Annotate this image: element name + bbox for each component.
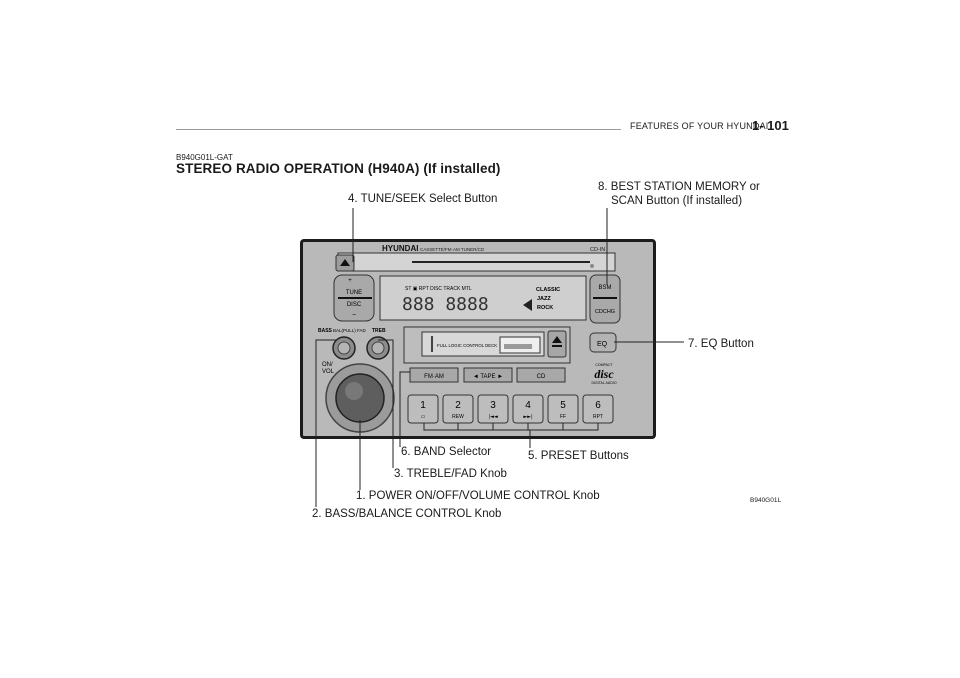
display-window: [379, 275, 587, 321]
leader-treble: [378, 339, 394, 468]
callout-eq: 7. EQ Button: [688, 338, 754, 350]
bal-label: BAL(PULL): [333, 328, 356, 333]
leader-presets: [423, 423, 599, 448]
preset-2-sub: REW: [452, 414, 464, 420]
preset-4-number: 4: [525, 400, 531, 411]
knob-highlight: [345, 382, 363, 400]
eject-button-tape[interactable]: [547, 330, 567, 358]
display-digits: 888 8888: [402, 294, 489, 315]
preset-1-sub: ▭: [421, 414, 426, 420]
cd-label: CD: [537, 374, 546, 380]
disc-logo: disc: [594, 367, 614, 381]
onvol-label-line2: VOL: [322, 369, 335, 375]
header-rule: [176, 129, 621, 130]
eject-icon: [340, 259, 350, 266]
tune-plus: +: [348, 278, 352, 284]
tape-eject-icon: [552, 336, 562, 343]
deck-text: FULL LOGIC CONTROL DECK: [437, 343, 497, 348]
callout-preset: 5. PRESET Buttons: [528, 450, 629, 462]
cd-in-label: CD-IN: [590, 247, 605, 253]
fm-am-label: FM·AM: [424, 374, 444, 380]
callout-treble: 3. TREBLE/FAD Knob: [394, 468, 507, 480]
brand-text: HYUNDAI: [382, 244, 418, 253]
section-code: B940G01L-GAT: [176, 153, 233, 162]
preset-2-number: 2: [455, 400, 461, 411]
preset-6-sub: RPT: [593, 414, 603, 420]
disc-label: DISC: [347, 302, 362, 308]
eq-mode-classic: CLASSIC: [536, 287, 560, 293]
onvol-label-line1: ON/: [322, 362, 333, 368]
bass-label: BASS: [318, 328, 333, 334]
eq-label: EQ: [597, 341, 608, 348]
fad-label: FAD: [357, 328, 367, 333]
tape-button[interactable]: [463, 367, 513, 383]
preset-1-number: 1: [420, 400, 426, 411]
model-text: CASSETTE/FM·AM TUNER/CD: [420, 247, 485, 252]
callout-power: 1. POWER ON/OFF/VOLUME CONTROL Knob: [356, 490, 600, 502]
treble-label: TREB: [372, 328, 386, 334]
figure-code: B940G01L: [750, 497, 782, 504]
leader-bass: [315, 339, 336, 507]
page-number: 1- 101: [752, 118, 789, 133]
display-arrow-icon: [523, 299, 532, 311]
callout-tune-seek: 4. TUNE/SEEK Select Button: [348, 193, 498, 205]
cd-button[interactable]: [516, 367, 566, 383]
callout-bass: 2. BASS/BALANCE CONTROL Knob: [312, 508, 502, 520]
preset-5-number: 5: [560, 400, 566, 411]
cd-in-led: [590, 264, 594, 268]
tune-minus: −: [352, 312, 356, 319]
section-title: STEREO RADIO OPERATION (H940A) (If insta…: [176, 161, 501, 176]
tape-eject-bar-icon: [552, 345, 562, 347]
callout-band: 6. BAND Selector: [401, 446, 492, 458]
callout-bsm-line1: 8. BEST STATION MEMORY or: [598, 181, 760, 193]
power-volume-knob[interactable]: [335, 373, 385, 423]
eq-mode-jazz: JAZZ: [537, 296, 551, 302]
leader-band: [399, 371, 410, 447]
running-header: FEATURES OF YOUR HYUNDAI: [630, 121, 769, 131]
preset-3-number: 3: [490, 400, 496, 411]
leader-lines: [315, 208, 684, 507]
tape-label: ◄ TAPE ►: [473, 374, 503, 380]
disc-logo-compact: COMPACT: [595, 363, 613, 367]
preset-buttons: 1 ▭ 2 REW 3 |◄◄ 4 ►►| 5 FF 6 RPT: [407, 394, 614, 424]
fm-am-button[interactable]: [409, 367, 459, 383]
preset-4-sub: ►►|: [523, 414, 533, 420]
tune-label: TUNE: [346, 290, 362, 296]
treble-knob-cap: [371, 341, 385, 355]
disc-logo-digital: DIGITAL AUDIO: [591, 381, 616, 385]
cdchg-label: CDCHG: [595, 309, 615, 315]
callout-bsm-line2: SCAN Button (If installed): [611, 195, 743, 207]
preset-3-sub: |◄◄: [488, 414, 498, 420]
bass-knob-cap: [337, 341, 351, 355]
preset-button-1[interactable]: [407, 394, 439, 424]
tape-reel-window: [504, 344, 532, 349]
preset-6-number: 6: [595, 400, 601, 411]
eq-mode-rock: ROCK: [537, 305, 553, 311]
display-indicators: ST ▣ RPT DISC TRACK MTL: [405, 286, 472, 292]
bsm-label: BSM: [598, 285, 611, 291]
preset-5-sub: FF: [560, 414, 566, 420]
